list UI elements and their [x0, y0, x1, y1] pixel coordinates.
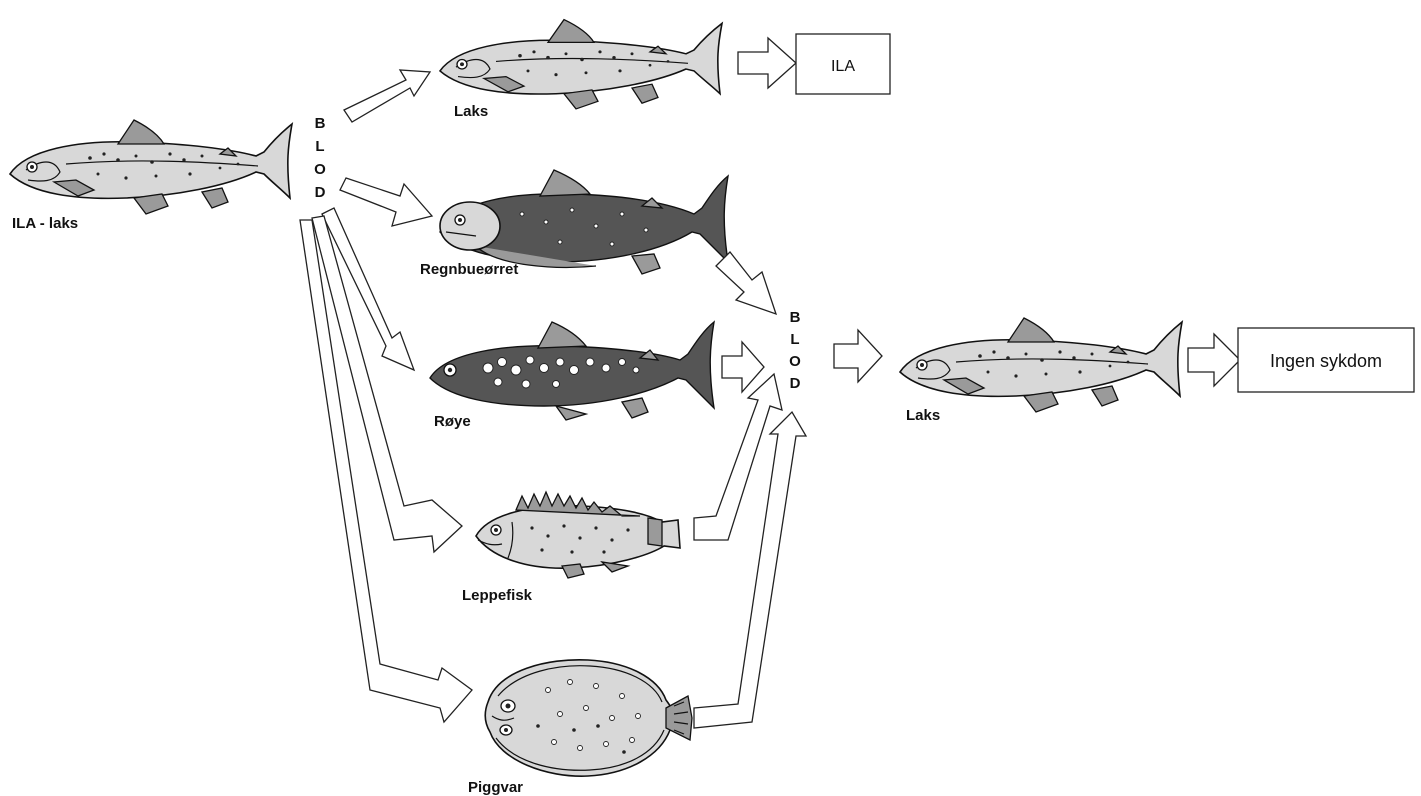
- roye-label: Røye: [434, 413, 471, 430]
- laks-top-illustration: [440, 20, 722, 109]
- roye-illustration: [430, 322, 714, 420]
- laks-top-label: Laks: [454, 103, 488, 120]
- svg-text:D: D: [790, 375, 801, 392]
- ila-outcome-label: ILA: [831, 58, 855, 75]
- laks-result-label: Laks: [906, 407, 940, 424]
- arrow-blod-to-regnbueorret: [340, 178, 432, 226]
- blod-label-right: B L O D: [789, 309, 801, 392]
- regnbueorret-label: Regnbueørret: [420, 261, 518, 278]
- source-fish-label: ILA - laks: [12, 215, 78, 232]
- source-salmon-illustration: [10, 120, 292, 214]
- leppefisk-label: Leppefisk: [462, 587, 533, 604]
- arrow-regnbueorret-to-blod: [716, 252, 776, 314]
- svg-text:L: L: [790, 331, 799, 348]
- arrow-laks-to-ila: [738, 38, 796, 88]
- svg-text:B: B: [790, 309, 801, 326]
- arrow-roye-to-blod: [722, 342, 764, 392]
- laks-result-illustration: [900, 318, 1182, 412]
- arrow-blod-to-laks: [834, 330, 882, 382]
- leppefisk-illustration: [476, 492, 680, 578]
- arrow-laks-to-ingen-sykdom: [1188, 334, 1240, 386]
- svg-text:D: D: [315, 184, 326, 201]
- arrow-blod-to-laks-top: [344, 70, 430, 122]
- svg-text:L: L: [315, 138, 324, 155]
- blod-label-left: B L O D: [314, 115, 326, 201]
- regnbueorret-illustration: [440, 170, 728, 274]
- piggvar-illustration: [485, 660, 692, 776]
- svg-text:O: O: [789, 353, 801, 370]
- piggvar-label: Piggvar: [468, 779, 523, 796]
- svg-text:O: O: [314, 161, 326, 178]
- svg-text:B: B: [315, 115, 326, 132]
- ingen-sykdom-label: Ingen sykdom: [1270, 351, 1382, 371]
